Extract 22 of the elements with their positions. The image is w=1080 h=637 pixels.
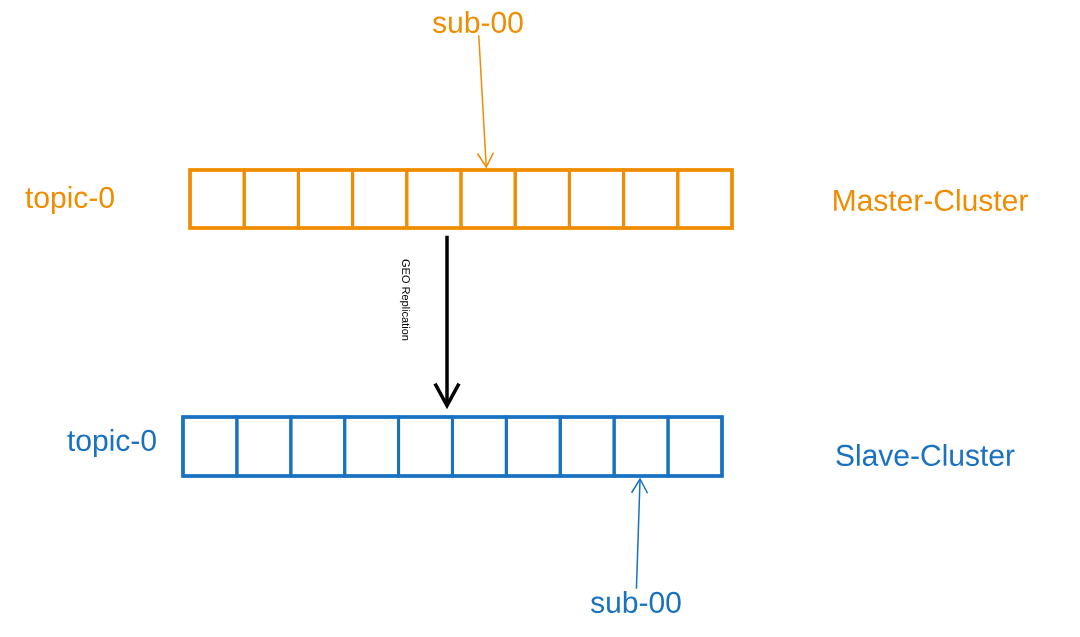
- queue-cell: [242, 168, 300, 230]
- queue-cell: [676, 168, 734, 230]
- bar-label: topic-0: [67, 429, 156, 457]
- queue-cell: [558, 415, 616, 478]
- queue-cell: [504, 415, 562, 478]
- queue-cell: [405, 168, 463, 230]
- bar-label: topic-0: [25, 186, 114, 214]
- queue-cell: [450, 415, 508, 478]
- queue-cell: [513, 168, 571, 230]
- queue-cell: [612, 415, 670, 478]
- arrow: [476, 34, 495, 169]
- subscription-label: sub-00: [590, 591, 681, 613]
- arrow: [433, 235, 461, 410]
- queue-cell: [397, 415, 454, 478]
- cluster-label: Slave-Cluster: [836, 444, 1015, 466]
- queue-cell: [188, 168, 246, 230]
- queue-cell: [666, 415, 724, 478]
- queue-cell: [459, 168, 517, 230]
- subscription-label: sub-00: [432, 11, 523, 33]
- edge-label: GEO Replication: [399, 259, 411, 341]
- cluster-label: Master-Cluster: [834, 189, 1028, 211]
- arrow: [630, 477, 649, 590]
